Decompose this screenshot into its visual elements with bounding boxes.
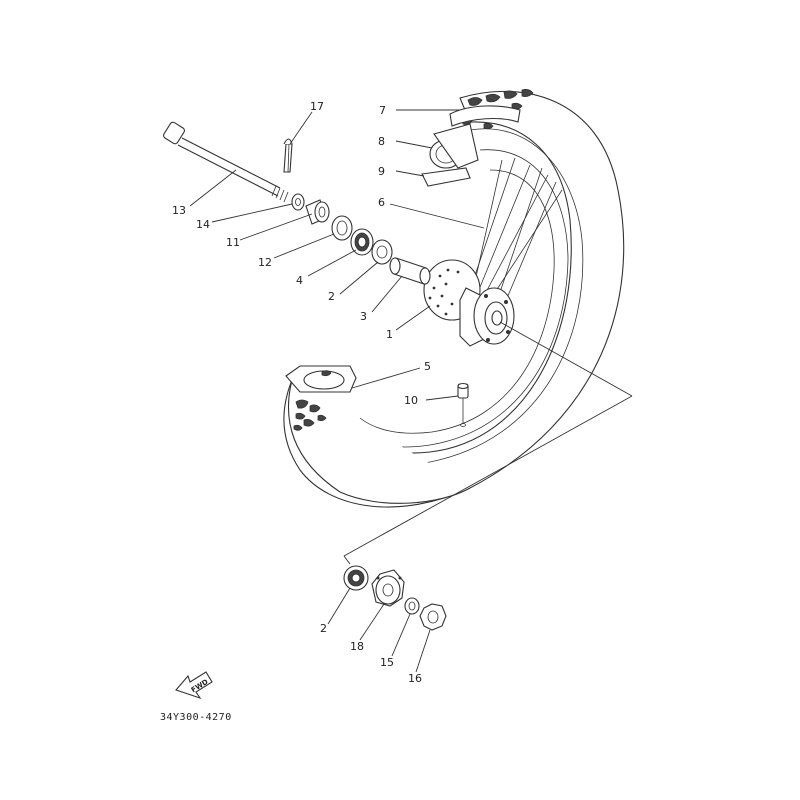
gear-unit-18 <box>371 569 405 607</box>
bearing-4 <box>350 228 374 256</box>
callout-8: 8 <box>378 135 385 148</box>
callout-16: 16 <box>408 672 422 685</box>
rim-lock-9 <box>421 167 471 187</box>
axle <box>163 121 289 203</box>
reference-lines <box>343 321 633 565</box>
leader-lines <box>189 109 485 673</box>
spokes <box>469 157 563 311</box>
washer-15 <box>404 597 420 615</box>
fwd-arrow-icon: FWD <box>175 671 213 700</box>
callout-9: 9 <box>378 165 385 178</box>
axle-thread <box>271 185 289 203</box>
cotter-pin <box>283 138 293 173</box>
rim-band-8 <box>429 123 479 169</box>
drawing-code: 34Y300-4270 <box>160 712 232 723</box>
oil-seal-12 <box>331 215 353 241</box>
wheel-hub <box>423 259 515 347</box>
washer-14 <box>291 193 305 211</box>
callout-17: 17 <box>310 100 324 113</box>
callout-labels: 17 7 8 9 6 13 14 11 12 4 2 3 1 5 10 2 18… <box>172 100 431 685</box>
callout-15: 15 <box>380 656 394 669</box>
tube-7 <box>449 105 521 127</box>
callout-12: 12 <box>258 256 272 269</box>
callout-3: 3 <box>360 310 367 323</box>
callout-1: 1 <box>386 328 393 341</box>
tread-blocks-lower <box>293 370 332 431</box>
collar-11 <box>305 199 330 225</box>
callout-11: 11 <box>226 236 240 249</box>
spacer-3 <box>389 257 431 285</box>
callout-2-upper: 2 <box>328 290 335 303</box>
callout-7: 7 <box>379 104 386 117</box>
hub-flange-holes <box>428 268 460 316</box>
callout-14: 14 <box>196 218 210 231</box>
callout-6: 6 <box>378 196 385 209</box>
callout-18: 18 <box>350 640 364 653</box>
callout-5: 5 <box>424 360 431 373</box>
callout-13: 13 <box>172 204 186 217</box>
callout-10: 10 <box>404 394 418 407</box>
callout-2-lower: 2 <box>320 622 327 635</box>
axle-nut-16 <box>419 603 447 631</box>
callout-4: 4 <box>296 274 303 287</box>
tire-and-rim <box>283 89 625 508</box>
bearing-2-lower <box>343 565 369 591</box>
valve-nut-10 <box>457 382 469 427</box>
bearing-2-upper <box>371 239 393 265</box>
